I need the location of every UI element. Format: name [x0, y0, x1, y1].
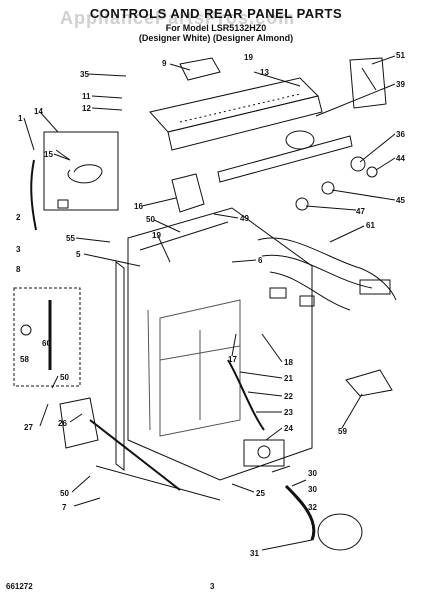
callout-17: 17 [228, 355, 237, 364]
callout-30-b: 30 [308, 485, 317, 494]
callout-59: 59 [338, 427, 347, 436]
callout-25: 25 [256, 489, 265, 498]
callout-22: 22 [284, 392, 293, 401]
page-number: 3 [210, 582, 215, 591]
drain-kit-box [13, 287, 81, 387]
callout-24: 24 [284, 424, 293, 433]
callout-47: 47 [356, 207, 365, 216]
callout-9: 9 [162, 59, 167, 68]
callout-31: 31 [250, 549, 259, 558]
callout-30-a: 30 [308, 469, 317, 478]
callout-11: 11 [82, 92, 91, 101]
console-panel-lower [167, 95, 323, 151]
power-cord-box [43, 131, 119, 211]
rear-panel [127, 207, 313, 481]
callout-14: 14 [34, 107, 43, 116]
callout-50-top: 50 [146, 215, 155, 224]
callout-51: 51 [396, 51, 405, 60]
callout-32: 32 [308, 503, 317, 512]
callout-45: 45 [396, 196, 405, 205]
callout-8: 8 [16, 265, 21, 274]
callout-27: 27 [24, 423, 33, 432]
callout-35: 35 [80, 70, 89, 79]
watermark: AppliancePartsPros.com [60, 8, 296, 28]
page-title: CONTROLS AND REAR PANEL PARTS [89, 6, 343, 21]
callout-55: 55 [66, 234, 75, 243]
callout-13: 13 [260, 68, 269, 77]
callout-39: 39 [396, 80, 405, 89]
control-trim [217, 135, 353, 183]
callout-21: 21 [284, 374, 293, 383]
callout-44: 44 [396, 154, 405, 163]
callout-19: 19 [244, 53, 253, 62]
callout-12: 12 [82, 104, 91, 113]
callout-2: 2 [16, 213, 21, 222]
callout-58: 58 [20, 355, 29, 364]
callout-49: 49 [240, 214, 249, 223]
model-subtitle: For Model LSR5132HZ0 [165, 23, 267, 33]
callout-26: 26 [58, 419, 67, 428]
callout-50-mid: 50 [60, 373, 69, 382]
wire-harness [257, 237, 397, 301]
callout-61: 61 [366, 221, 375, 230]
callout-1: 1 [18, 114, 23, 123]
callout-18: 18 [284, 358, 293, 367]
callout-7: 7 [62, 503, 67, 512]
callout-50-bottom: 50 [60, 489, 69, 498]
timer-housing [179, 57, 221, 81]
callout-6: 6 [258, 256, 263, 265]
callout-23: 23 [284, 408, 293, 417]
console-panel [149, 77, 319, 133]
callout-16: 16 [134, 202, 143, 211]
bracket-51 [349, 57, 387, 109]
document-code: 661272 [6, 582, 33, 591]
callout-60: 60 [42, 339, 51, 348]
callout-36: 36 [396, 130, 405, 139]
callout-15: 15 [44, 150, 53, 159]
callout-3: 3 [16, 245, 21, 254]
callout-5: 5 [76, 250, 81, 259]
color-variants: (Designer White) (Designer Almond) [138, 33, 294, 43]
callout-19-mid: 19 [152, 231, 161, 240]
